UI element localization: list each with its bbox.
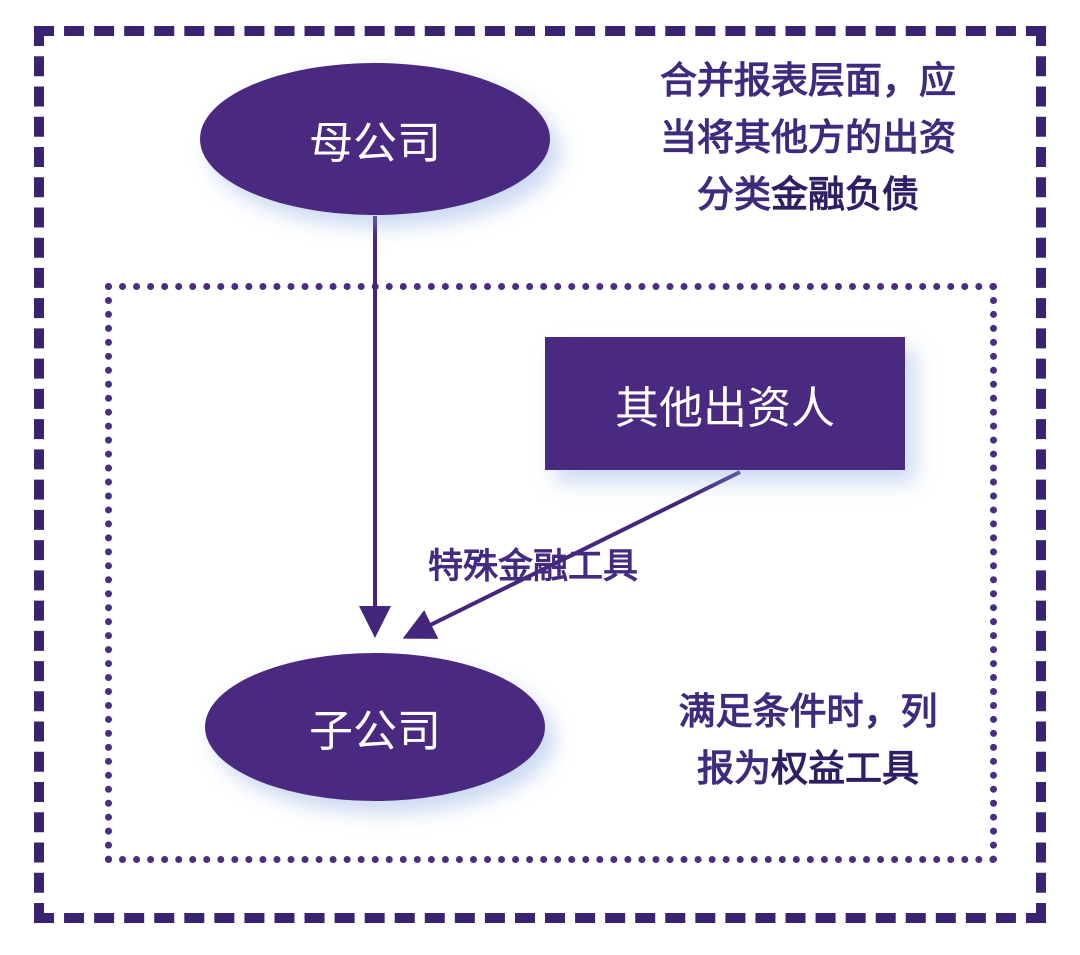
- node-other-investors-label: 其他出资人: [615, 383, 835, 433]
- node-subsidiary: 子公司: [205, 653, 545, 801]
- node-parent-company: 母公司: [200, 63, 550, 215]
- note-consolidated-line3-bold: 金融负债: [771, 174, 919, 215]
- note-equity-line2-prefix: 报为: [697, 748, 771, 789]
- note-consolidated-line2: 当将其他方的出资: [660, 117, 956, 158]
- note-equity-line2: 报为权益工具: [598, 740, 1018, 797]
- note-equity-line2-bold: 权益工具: [771, 748, 919, 789]
- node-parent-company-label: 母公司: [309, 119, 441, 168]
- note-consolidated-statements: 合并报表层面，应 当将其他方的出资 分类金融负债: [578, 52, 1038, 223]
- note-consolidated-line3: 分类金融负债: [578, 166, 1038, 223]
- note-consolidated-line1: 合并报表层面，应: [660, 60, 956, 101]
- note-equity-line1: 满足条件时，列: [678, 691, 938, 732]
- note-equity-instrument: 满足条件时，列 报为权益工具: [598, 683, 1018, 797]
- edge-label-special-instrument: 特殊金融工具: [428, 547, 639, 586]
- note-consolidated-line3-prefix: 分类: [697, 174, 771, 215]
- node-subsidiary-label: 子公司: [309, 707, 441, 756]
- node-other-investors: 其他出资人: [545, 337, 905, 470]
